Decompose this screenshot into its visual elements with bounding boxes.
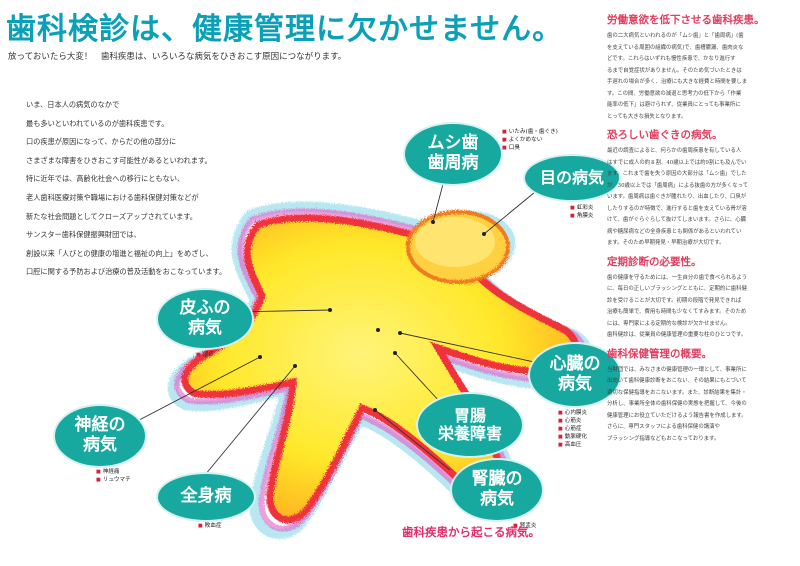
oval-cavity-periodontal: ムシ歯 歯周病 [405, 124, 501, 184]
oval-label: 歯周病 [427, 153, 479, 173]
oval-whole-body: 全身病 [158, 474, 254, 520]
oval-label: 目の病気 [539, 167, 604, 187]
section-line: 治療も簡単で、費用も時間も少なくてすみます。そのため [607, 309, 747, 315]
oval-skin: 皮ふの 病気 [158, 290, 252, 348]
section-heading: 恐ろしい歯ぐきの病気。 [607, 129, 723, 141]
section-line: 出向いて歯科健康診断をおこない、その結果にもとづいて [607, 378, 747, 384]
section-heading: 労働意欲を低下させる歯科疾患。 [607, 14, 765, 26]
note-item: 心筋症 [558, 425, 587, 433]
section-line: さらに、専門スタッフによる歯科保健の講演や [607, 424, 720, 430]
note-item: いたみ(歯・歯ぐき) [502, 128, 558, 136]
intro-line: 口腔に関する予防および治療の普及活動をおこなっています。 [26, 267, 227, 277]
notes-kidney: 腎盂炎 [513, 522, 537, 530]
section-line: 歯科健診は、従業員の健康管理の重要な柱のひとつです。 [607, 332, 747, 338]
oval-label: 病気 [480, 489, 514, 509]
section-line: を支えている周囲の組織の病気)で、歯槽膿漏、歯肉炎な [607, 44, 744, 51]
section-line: るまで自覚症状がありません。そのため気づいたときは [607, 67, 742, 74]
intro-line: 新たな社会問題としてクローズアップされています。 [26, 211, 197, 221]
note-item: 高血圧 [558, 441, 587, 449]
note-item: 心内膜炎 [558, 409, 587, 417]
note-item: 口臭 [502, 144, 558, 152]
notes-cavity: いたみ(歯・歯ぐき) よくかめない 口臭 [502, 128, 558, 152]
lead-text: 放っておいたら大変！ 歯科疾患は、いろいろな病気をひきおこす原因につながります。 [8, 52, 347, 62]
note-item: 敗血症 [198, 522, 222, 530]
section-line: 歯の二大病気といわれるのが「ムシ歯」と「歯周病」(歯 [607, 33, 744, 39]
oval-label: 病気 [558, 374, 592, 394]
note-item: 虹彩炎 [570, 204, 594, 212]
oval-label: 病気 [83, 435, 117, 455]
intro-line: 老人歯科医療対策や職場における歯科保健対策などが [26, 192, 199, 202]
oval-label: ムシ歯 [427, 133, 479, 154]
section-line: 当財団では、みなさまの健康管理の一環として、事業所に [607, 366, 747, 373]
section-line: います。歯周病は歯ぐきが腫れたり、出血したり、口臭が [607, 194, 747, 200]
section-line: はすでに成人の約８割、40歳以上では約9割にも及んでい [607, 159, 747, 166]
section-line: どです。これらはいずれも慢性疾患で、かなり進行す [607, 56, 736, 62]
section-line: 能率の低下」は避けられず、従業員にとっても事業所に [607, 102, 741, 108]
oval-nerve: 神経の 病気 [55, 406, 145, 466]
oval-label: 腎臓の [471, 469, 523, 490]
section-body: 当財団では、みなさまの健康管理の一環として、事業所に 出向いて歯科健康診断をおこ… [607, 365, 793, 446]
section-line: には、専門家による定期的な検診が欠かせません。 [607, 320, 731, 327]
notes-skin: 湿疹 [196, 351, 214, 359]
oval-gastro: 胃腸 栄養障害 [418, 394, 522, 456]
section-line: 診を受けることが大切です。初期の段階で発見できれば [607, 297, 742, 304]
note-item: よくかめない [502, 136, 558, 144]
note-item: 心筋炎 [558, 417, 587, 425]
note-item: 腎盂炎 [513, 522, 537, 530]
section-line: 健康管理にお役立ていただけるよう報告書を作成します。 [607, 412, 747, 419]
intro-line: いま、日本人の病気のなかで [26, 100, 120, 109]
section-body: 歯の健康を守るためには、一生自分の歯で食べられるよう に、毎日の正しいブラッシン… [607, 273, 793, 342]
note-item: 角膜炎 [570, 212, 594, 220]
section-line: 手遅れの場合が多く、治療にも大きな経費と時間を要しま [607, 79, 748, 85]
section-line: ブラッシング指導などもおこなっております。 [607, 435, 720, 442]
oval-label: 神経の [74, 415, 126, 436]
oval-label: 栄養障害 [437, 424, 502, 443]
notes-heart: 心内膜炎 心筋炎 心筋症 動脈硬化 高血圧 [558, 409, 587, 449]
oval-label: 全身病 [180, 486, 232, 507]
section-line: とっても大きな損失となります。 [607, 113, 687, 120]
oval-kidney: 腎臓の 病気 [452, 460, 542, 520]
section-line: 歯の健康を守るためには、一生自分の歯で食べられるよう [607, 274, 748, 281]
section-heading: 歯科保健管理の概要。 [607, 347, 712, 360]
intro-line: 特に近年では、高齢化社会への移行にともない、 [26, 174, 185, 184]
oval-label: 病気 [188, 318, 222, 338]
section-line: す。この間、労働意欲の減退と思考力の低下から「作業 [607, 90, 742, 97]
notes-nerve: 神経痛 リュウマチ [96, 468, 131, 484]
intro-line: 創設以来「人びとの健康の増進と福祉の向上」をめざし、 [26, 248, 213, 258]
oval-label: 胃腸 [453, 405, 486, 425]
section-line: 最近の調査によると、何らかの歯周疾患を有している人 [607, 148, 742, 154]
section-line: したりするのが特徴で、進行すると歯を支えている骨が溶 [607, 205, 747, 212]
note-item: 神経痛 [96, 468, 131, 476]
note-item: リュウマチ [96, 476, 131, 484]
page-title: 歯科検診は、健康管理に欠かせません。 [6, 12, 564, 47]
intro-line: サンスター歯科保健振興財団では、 [26, 230, 141, 240]
oval-label: 皮ふの [179, 298, 231, 319]
figure-caption: 歯科疾患から起こる病気。 [402, 525, 540, 539]
section-body: 最近の調査によると、何らかの歯周疾患を有している人 はすでに成人の約８割、40歳… [607, 146, 793, 250]
note-item: 湿疹 [196, 351, 214, 359]
section-line: 病や糖尿病などの全身疾患とも関係があるといわれてい [607, 228, 742, 235]
section-line: が、30歳以上では「歯周病」による抜歯の方が多くなって [607, 182, 749, 189]
right-column: 労働意欲を低下させる歯科疾患。 歯の二大病気といわれるのが「ムシ歯」と「歯周病」… [607, 8, 793, 449]
intro-line: 最も多いといわれているのが歯科疾患です。 [26, 118, 169, 128]
oval-eye: 目の病気 [525, 156, 619, 200]
section-line: 適切な保健指導をおこないます。また、診断結果を集計・ [607, 389, 747, 396]
note-item: 動脈硬化 [558, 433, 587, 441]
section-body: 歯の二大病気といわれるのが「ムシ歯」と「歯周病」(歯 を支えている周囲の組織の病… [607, 31, 793, 123]
intro-line: 口の疾患が原因になって、からだの他の部分に [26, 137, 177, 147]
section-line: ます。これまで歯を失う原因の大部分は「ムシ歯」でした [607, 171, 747, 177]
intro-text: いま、日本人の病気のなかで 最も多いといわれているのが歯科疾患です。 口の疾患が… [26, 96, 276, 282]
section-line: けて、歯がぐらぐらして抜けてしまいます。さらに、心臓 [607, 217, 747, 223]
intro-line: さまざまな障害をひきおこす可能性があるといわれます。 [26, 155, 212, 165]
section-heading: 定期診断の必要性。 [607, 255, 702, 268]
oval-label: 心臓の [549, 354, 601, 375]
section-line: 分析し、事業所全体の歯科保健の実態を把握して、今後の [607, 401, 747, 407]
notes-eye: 虹彩炎 角膜炎 [570, 204, 594, 220]
oval-heart: 心臓の 病気 [530, 344, 620, 406]
section-line: に、毎日の正しいブラッシングとともに、定期的に歯科健 [607, 286, 747, 292]
section-line: ます。そのため早期発見・早期治療が大切です。 [607, 240, 725, 246]
notes-whole-body: 敗血症 [198, 522, 222, 530]
